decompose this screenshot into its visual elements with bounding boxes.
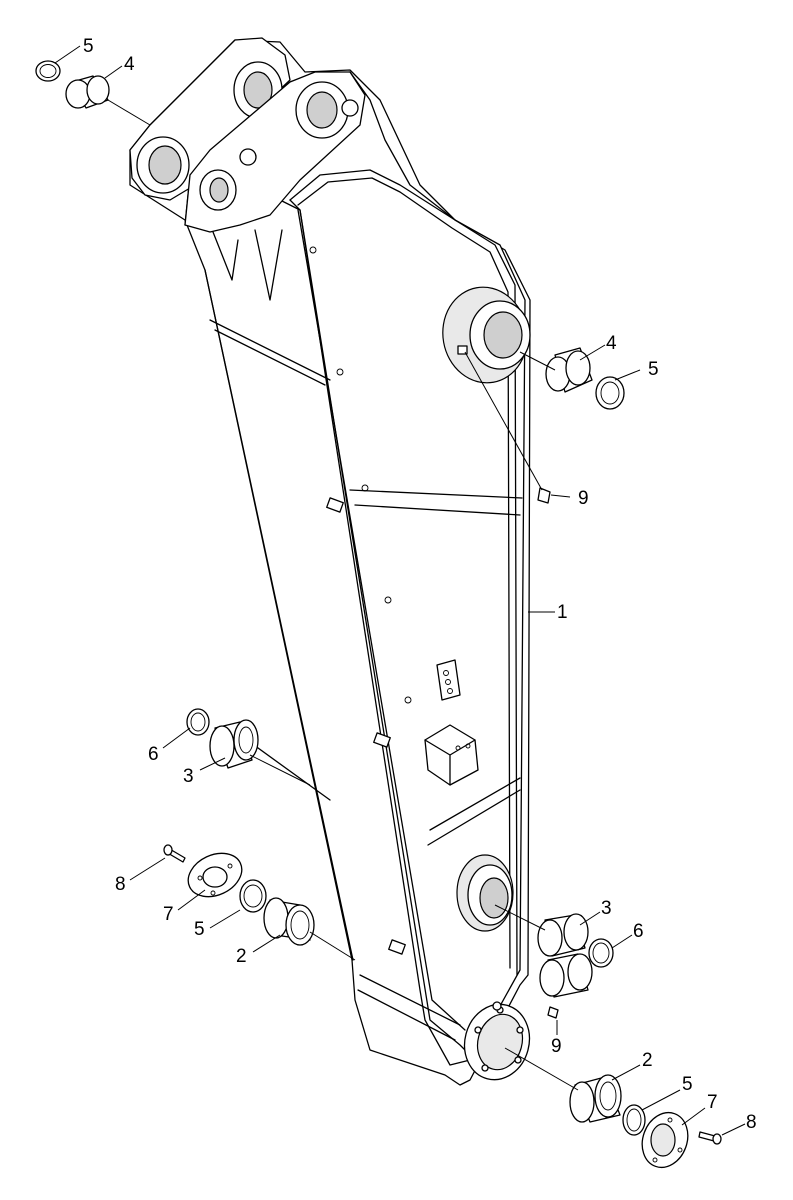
bushing-2-left — [263, 897, 315, 946]
callout-5-top-left: 5 — [83, 36, 94, 57]
leader-lines — [54, 45, 746, 1136]
callout-7-left: 7 — [163, 904, 174, 925]
callout-3-right: 3 — [601, 898, 612, 919]
callout-4-top-left: 4 — [124, 54, 135, 75]
callout-6-right: 6 — [633, 921, 644, 942]
bushing-3-right-second — [539, 953, 593, 998]
bushing-2-right — [569, 1074, 622, 1123]
bolt-8-right — [698, 1131, 722, 1145]
seal-ring-5-lower-right — [622, 1104, 646, 1136]
bushing-3-left — [209, 719, 259, 769]
callout-3-left: 3 — [183, 766, 194, 787]
callout-8-right: 8 — [746, 1112, 757, 1133]
callout-5-lower-right: 5 — [682, 1074, 693, 1095]
callout-5-lower-left: 5 — [194, 919, 205, 940]
callout-5-right: 5 — [648, 359, 659, 380]
callout-6-left: 6 — [148, 744, 159, 765]
bushing-4-top — [65, 75, 110, 109]
callout-2-left: 2 — [236, 946, 247, 967]
seal-ring-6-right — [588, 938, 614, 968]
callout-2-right: 2 — [642, 1050, 653, 1071]
callout-7-right: 7 — [707, 1092, 718, 1113]
seal-ring-5-lower-left — [239, 879, 267, 913]
bolt-8-left — [163, 844, 186, 863]
callout-9-upper: 9 — [578, 488, 589, 509]
callout-4-right: 4 — [606, 333, 617, 354]
plate-7-right — [641, 1111, 689, 1169]
bushing-4-right — [545, 347, 593, 393]
seal-ring-5-top — [35, 60, 61, 82]
bushing-3-right — [537, 913, 589, 957]
callout-9-lower: 9 — [551, 1036, 562, 1057]
seal-ring-6-left — [186, 708, 210, 736]
callout-labels: 5 4 4 5 9 1 6 3 8 7 5 2 3 6 9 2 5 7 8 — [83, 36, 757, 1133]
seal-ring-5-right — [595, 376, 625, 410]
callout-8-left: 8 — [115, 874, 126, 895]
callout-1-boom: 1 — [557, 602, 568, 623]
boom-body — [129, 37, 559, 1086]
plate-7-left — [187, 852, 243, 898]
